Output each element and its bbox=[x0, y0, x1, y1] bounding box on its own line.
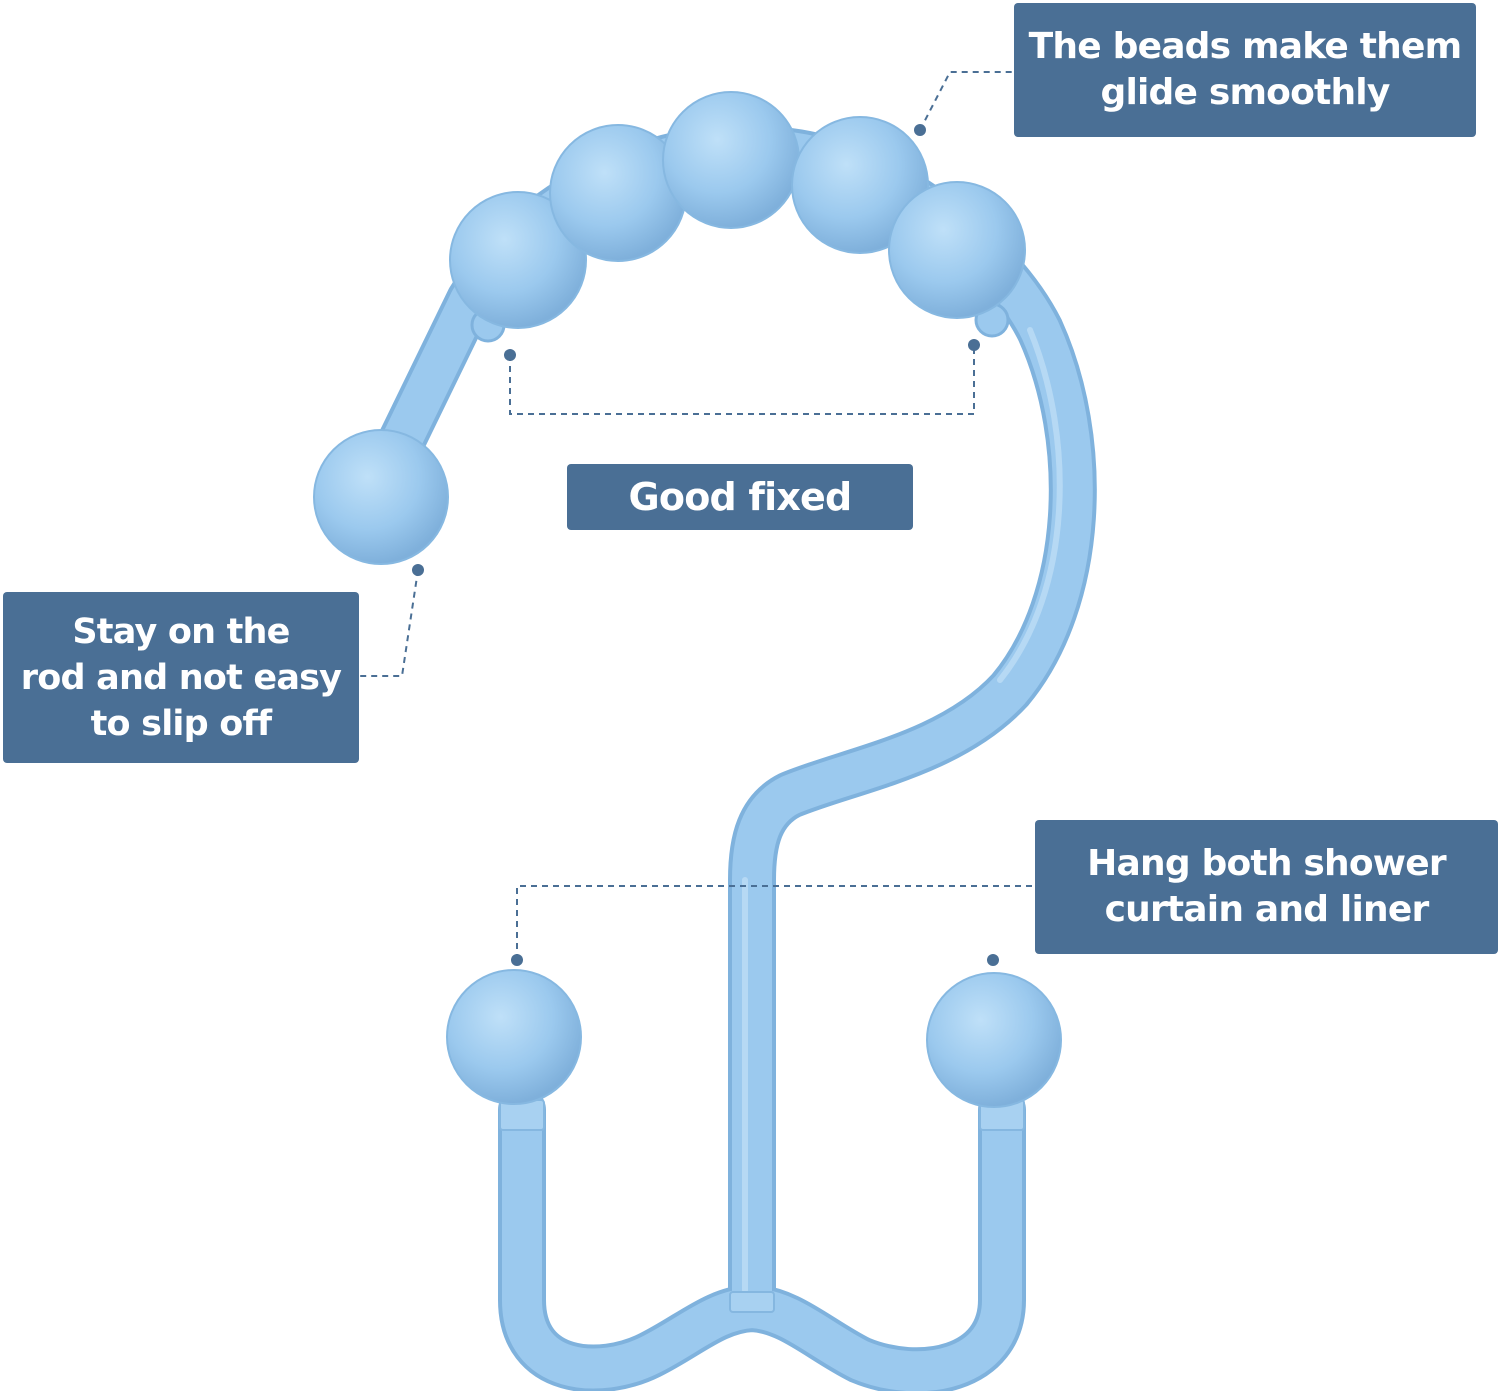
center-joint bbox=[729, 1291, 775, 1313]
glide-bead-4 bbox=[791, 116, 929, 254]
leader-rod bbox=[359, 569, 419, 677]
glide-beads bbox=[449, 91, 1026, 329]
left-hook-ball bbox=[446, 969, 582, 1105]
rod-end-ball bbox=[313, 429, 449, 565]
callout-hang-both: Hang both shower curtain and liner bbox=[1035, 820, 1498, 954]
callout-rod-line-2: rod and not easy bbox=[20, 657, 342, 698]
glide-bead-5 bbox=[888, 181, 1026, 319]
callout-good-fixed: Good fixed bbox=[567, 464, 913, 530]
leader-dots bbox=[412, 124, 999, 966]
callout-rod-line-3: to slip off bbox=[90, 703, 273, 744]
callout-hang-line-2: curtain and liner bbox=[1104, 889, 1430, 930]
callout-fixed-line-1: Good fixed bbox=[628, 475, 853, 519]
glide-bead-3 bbox=[662, 91, 800, 229]
glide-bead-1 bbox=[449, 191, 587, 329]
leader-hang bbox=[516, 885, 1035, 960]
leader-beads bbox=[919, 71, 1014, 131]
leader-fixed bbox=[509, 345, 975, 415]
callout-beads-glide: The beads make them glide smoothly bbox=[1014, 3, 1476, 137]
hook-frame-highlight bbox=[742, 327, 1063, 1293]
right-hook-ball bbox=[926, 972, 1062, 1108]
callout-beads-line-2: glide smoothly bbox=[1100, 72, 1390, 113]
callout-beads-line-1: The beads make them bbox=[1028, 26, 1462, 67]
callout-hang-line-1: Hang both shower bbox=[1087, 843, 1446, 884]
leader-lines bbox=[359, 71, 1035, 960]
callout-stay-on-rod: Stay on the rod and not easy to slip off bbox=[3, 592, 359, 763]
callout-rod-line-1: Stay on the bbox=[72, 611, 290, 652]
